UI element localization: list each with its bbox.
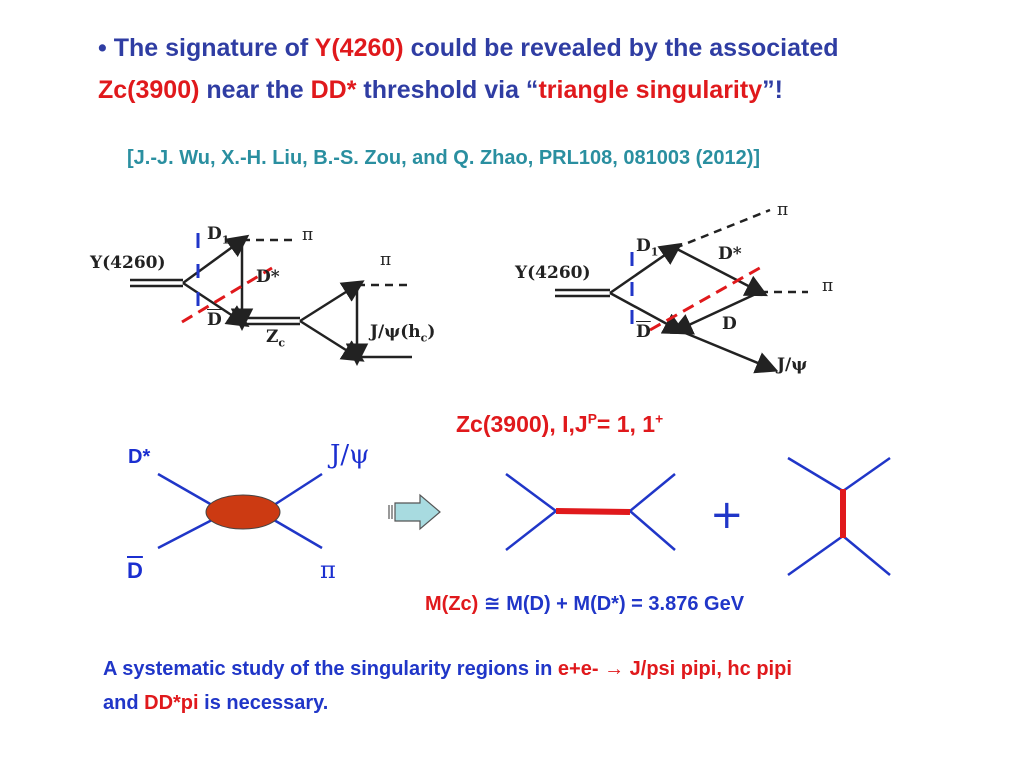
right-cut-markers (630, 252, 766, 332)
label-y4260: Y(4260) (90, 253, 166, 273)
label-pi: π (822, 276, 834, 296)
cut-line (181, 266, 273, 324)
pi-top-line (674, 208, 771, 250)
label-pi: π (380, 250, 392, 270)
d1-propagator (182, 234, 250, 285)
left-triangle-diagram (130, 234, 412, 366)
jpsi-line (677, 328, 779, 374)
heading-text: ”! (762, 76, 783, 104)
heading-text: could be revealed by the associated (403, 34, 839, 62)
left-cut-markers (181, 233, 273, 324)
right-triangle-diagram (555, 208, 808, 374)
reference-citation: [J.-J. Wu, X.-H. Liu, B.-S. Zou, and Q. … (127, 147, 761, 169)
vertex-label-jpsi: J/ψ (330, 440, 370, 470)
d1-line (609, 242, 683, 295)
label-dbar: D (636, 322, 651, 342)
heading-text: The signature of (113, 34, 315, 62)
label-dstar: D* (718, 244, 742, 264)
y4260-highlight: Y(4260) (314, 34, 404, 62)
effective-vertex-diagram (157, 472, 323, 550)
vertex-blob (205, 494, 281, 530)
label-y4260: Y(4260) (515, 263, 591, 283)
pi-leg (273, 518, 323, 550)
dbar-leg (157, 518, 213, 550)
label-jpsi: J/ψ (777, 355, 808, 375)
plus-sign: + (710, 492, 744, 538)
label-dbar: D (207, 310, 222, 330)
tri-up (299, 280, 365, 323)
zc-exchange-s-channel (505, 472, 676, 551)
d-line (669, 290, 761, 335)
label-d1: D1 (636, 236, 659, 259)
ddstar-highlight: DD* (310, 76, 357, 104)
dstar-leg (157, 472, 213, 507)
heading-line-2: Zc(3900) near the DD* threshold via “tri… (98, 70, 783, 110)
label-dstar: D* (256, 267, 280, 287)
label-jpsi-hc: J/ψ(hc) (370, 322, 436, 345)
zc-quantum-numbers: Zc(3900), I,JP= 1, 1+ (456, 411, 664, 437)
zc-propagator-horizontal (555, 508, 631, 515)
label-pi: π (302, 225, 314, 245)
heading-text: near the (199, 76, 311, 104)
vertex-label-dbar: D (127, 558, 143, 583)
cut-line (649, 263, 766, 332)
heading-text: threshold via “ (356, 76, 539, 104)
jpsi-leg (273, 472, 323, 507)
triangle-singularity-highlight: triangle singularity (538, 76, 763, 104)
label-zc: Zc (266, 327, 286, 350)
label-pi: π (777, 200, 789, 220)
label-d1: D1 (207, 224, 230, 247)
bullet: • (98, 34, 107, 62)
heading-line-1: • The signature of Y(4260) could be reve… (98, 28, 839, 68)
vertex-label-dstar: D* (128, 446, 151, 468)
zc-highlight: Zc(3900) (98, 76, 200, 104)
dbar-line (609, 291, 686, 335)
tri-down (299, 319, 365, 362)
vertex-label-pi: π (320, 556, 336, 584)
label-d: D (722, 314, 737, 334)
dstar-line (674, 246, 768, 297)
conclusion-text: A systematic study of the singularity re… (103, 658, 792, 714)
mass-relation: M(Zc) ≅ M(D) + M(D*) = 3.876 GeV (425, 593, 745, 615)
block-arrow-icon (388, 493, 441, 531)
zc-exchange-t-channel (787, 456, 891, 577)
